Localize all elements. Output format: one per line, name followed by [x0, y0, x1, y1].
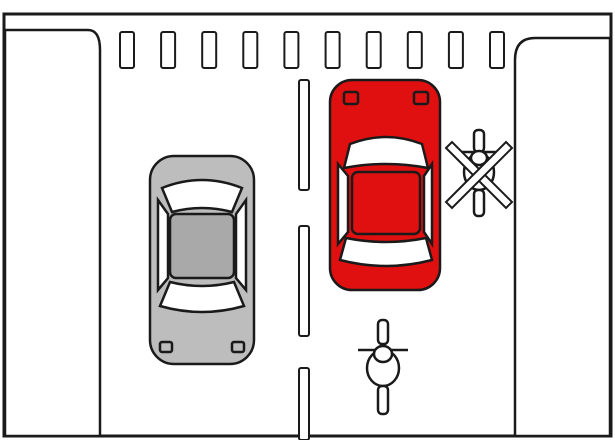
grey-car-light — [232, 342, 244, 352]
left-sidewalk-block — [5, 30, 100, 436]
grey-car-rear-windshield — [160, 282, 244, 312]
center-dash — [299, 226, 309, 336]
red-car-front-windshield — [344, 137, 428, 168]
grey-car-right-window — [236, 200, 246, 290]
motorcycle-front-wheel — [378, 320, 388, 344]
crosswalk-stripe — [326, 32, 340, 68]
crosswalk-stripe — [202, 32, 216, 68]
center-dash — [299, 80, 309, 190]
right-sidewalk-block — [515, 38, 610, 436]
red-car-light — [414, 92, 428, 104]
crosswalk-stripe — [161, 32, 175, 68]
crosswalk-stripe — [408, 32, 422, 68]
center-dash — [299, 368, 309, 440]
crosswalk-stripe — [120, 32, 134, 68]
crosswalk-stripe — [243, 32, 257, 68]
grey-car-left-window — [158, 200, 168, 290]
red-car — [330, 80, 440, 290]
crosswalk-stripe — [284, 32, 298, 68]
grey-car — [150, 156, 254, 364]
red-car-left-window — [338, 164, 348, 244]
crosswalk-stripe — [367, 32, 381, 68]
motorcycle-front-wheel — [474, 130, 484, 152]
red-car-roof — [352, 172, 420, 234]
grey-car-front-windshield — [162, 180, 242, 212]
red-car-light — [344, 92, 358, 104]
center-line — [299, 80, 309, 440]
crosswalk-stripe — [490, 32, 504, 68]
red-car-rear-windshield — [340, 238, 432, 266]
crosswalk-stripe — [449, 32, 463, 68]
motorcycle-rear-wheel — [378, 386, 388, 414]
motorcycle-helmet — [374, 346, 392, 362]
red-car-right-window — [424, 164, 432, 244]
motorcycle-rear-wheel — [474, 190, 484, 216]
grey-car-light — [160, 342, 172, 352]
grey-car-roof — [170, 214, 234, 278]
